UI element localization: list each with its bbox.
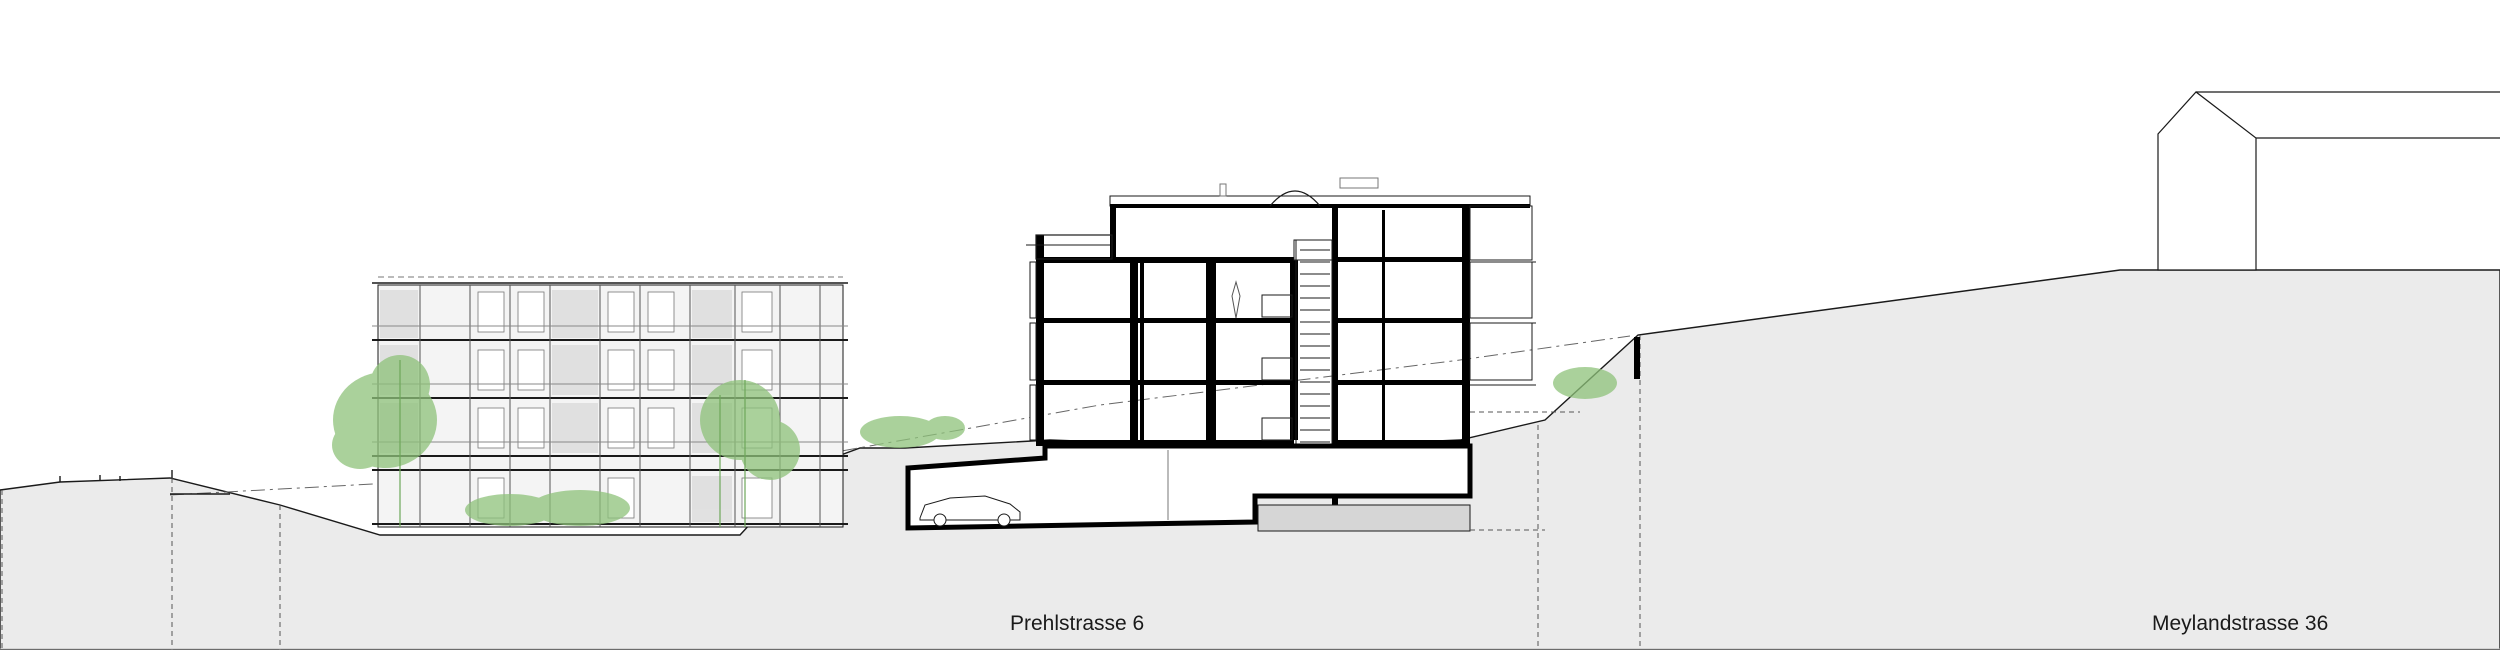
label-meylandstrasse: Meylandstrasse 36: [2152, 612, 2329, 635]
property-lines: [1, 335, 1641, 650]
car-icon: [919, 495, 1021, 527]
retaining-wall: [1634, 337, 1640, 379]
tree-trunks: [399, 360, 746, 527]
left-building-elevation: [372, 276, 848, 528]
person-figure: [1231, 280, 1241, 319]
fence-left: [59, 470, 230, 495]
label-prehlstrasse: Prehlstrasse 6: [1010, 612, 1145, 635]
central-building-section: [905, 177, 1580, 532]
basement-garage-walls: [905, 443, 1473, 531]
tree-group-left: [332, 355, 1617, 526]
right-building-outline: [2157, 91, 2500, 271]
